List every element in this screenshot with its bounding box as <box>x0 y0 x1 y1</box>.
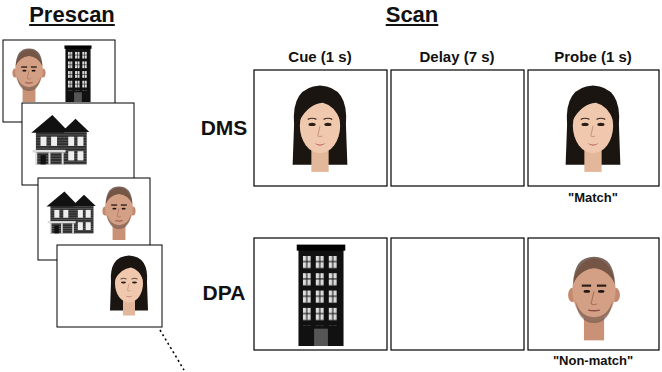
row-label: DPA <box>203 281 246 305</box>
dotted-leader <box>160 330 184 370</box>
row-label: DMS <box>201 116 248 140</box>
stimulus-card <box>57 245 162 327</box>
section-heading: Prescan <box>29 2 115 27</box>
house-photo <box>31 115 89 164</box>
face-photo <box>12 49 45 102</box>
building-photo <box>64 45 91 102</box>
response-label: "Non-match" <box>553 354 633 369</box>
response-label: "Match" <box>568 191 618 206</box>
face-photo <box>293 86 348 172</box>
section-heading: Scan <box>386 2 439 27</box>
screen-frame <box>391 70 524 186</box>
building-photo <box>297 245 346 346</box>
screen-frame <box>391 238 524 350</box>
face-photo <box>102 187 135 240</box>
column-header: Probe (1 s) <box>554 48 632 65</box>
house-photo <box>46 191 95 233</box>
screen-frame <box>254 238 387 350</box>
column-header: Delay (7 s) <box>419 48 494 65</box>
face-photo <box>110 256 148 316</box>
face-photo <box>568 257 620 341</box>
face-photo <box>566 86 621 172</box>
screen-frame <box>528 238 659 350</box>
screen-frame <box>254 70 387 186</box>
column-header: Cue (1 s) <box>288 48 351 65</box>
screen-frame <box>528 70 659 186</box>
stimulus-card <box>22 103 134 185</box>
